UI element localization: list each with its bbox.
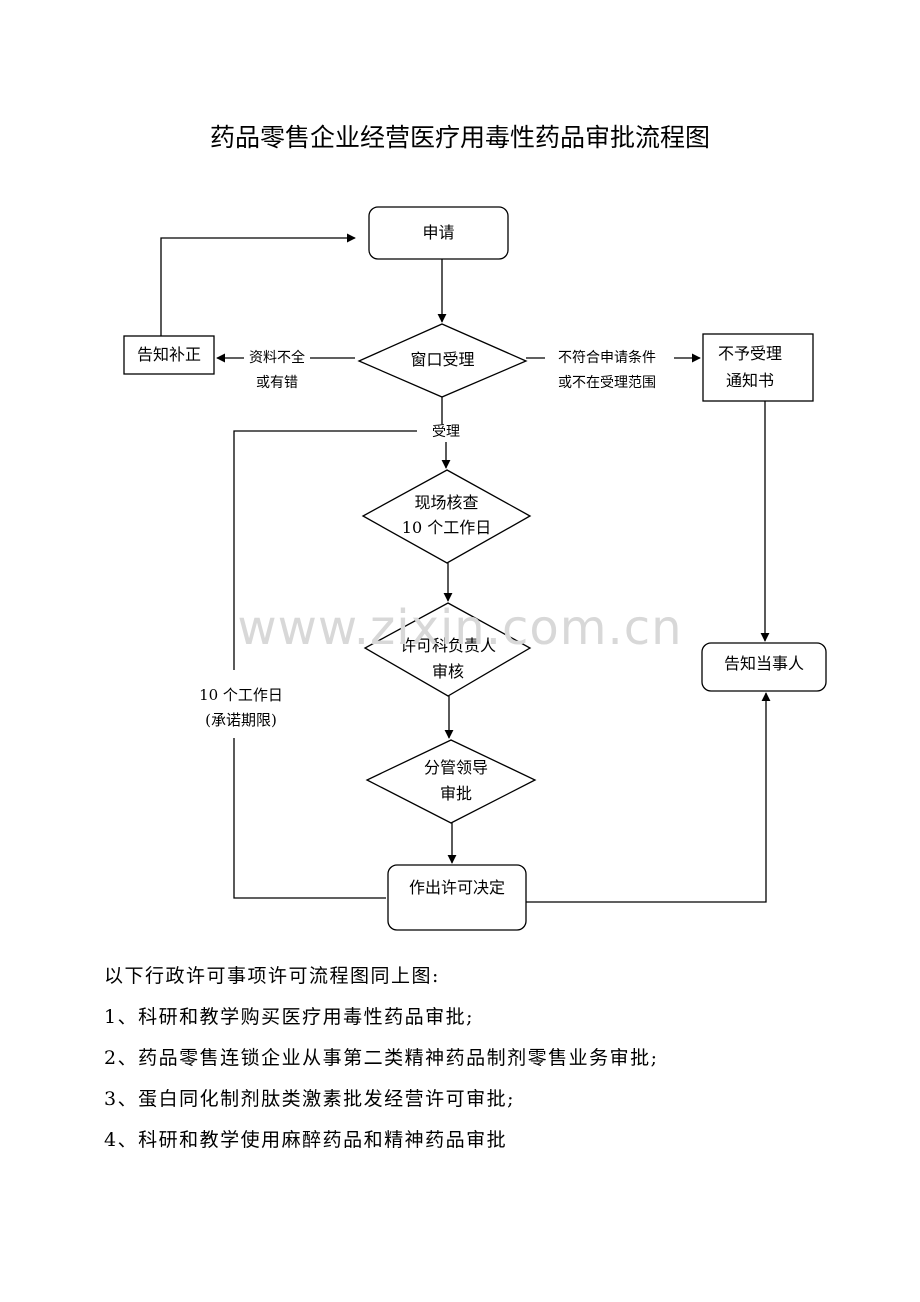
not-qualified-label-line1: 不符合申请条件: [558, 350, 656, 366]
leader-approve-line2: 审批: [439, 784, 472, 803]
incomplete-label-line2: 或有错: [256, 375, 298, 391]
window-accept-label: 窗口受理: [410, 350, 475, 369]
license-review-diamond: [363, 602, 532, 697]
apply-label: 申请: [422, 223, 455, 242]
no-accept-notice-box: [702, 333, 814, 402]
notify-party-box: [701, 642, 827, 692]
notes-section: 以下行政许可事项许可流程图同上图: 1、科研和教学购买医疗用毒性药品审批; 2、…: [104, 956, 884, 1161]
incomplete-label-line1: 资料不全: [249, 350, 305, 366]
site-check-diamond: [361, 469, 532, 564]
leader-approve-line1: 分管领导: [423, 758, 488, 777]
accepted-label: 受理: [432, 424, 460, 440]
leader-approve-diamond: [365, 739, 537, 824]
site-check-line2: 10 个工作日: [401, 518, 492, 537]
decision-box: [387, 864, 527, 931]
notes-item: 4、科研和教学使用麻醉药品和精神药品审批: [104, 1129, 508, 1151]
deadline-label-line1: 10 个工作日: [199, 686, 283, 704]
line-deadline-top: [233, 430, 417, 670]
notify-supplement-box: [123, 335, 215, 375]
watermark: www.zixin.com.cn: [237, 600, 683, 656]
deadline-label-line2: (承诺期限): [205, 711, 277, 729]
site-check-line1: 现场核查: [414, 493, 479, 512]
decision-label: 作出许可决定: [408, 878, 505, 897]
not-qualified-label-line2: 或不在受理范围: [558, 375, 656, 391]
line-deadline-bottom: [233, 738, 386, 899]
apply-box: [368, 206, 509, 260]
page-title: 药品零售企业经营医疗用毒性药品审批流程图: [209, 123, 710, 152]
notes-item: 2、药品零售连锁企业从事第二类精神药品制剂零售业务审批;: [104, 1047, 659, 1069]
notify-party-label: 告知当事人: [723, 654, 804, 673]
arrow-supplement-back-to-apply: [160, 233, 356, 336]
notes-item: 1、科研和教学购买医疗用毒性药品审批;: [104, 1006, 474, 1028]
notes-item: 3、蛋白同化制剂肽类激素批发经营许可审批;: [104, 1088, 515, 1110]
no-accept-line2: 通知书: [725, 371, 774, 390]
license-review-line1: 许可科负责人: [399, 636, 496, 655]
no-accept-line1: 不予受理: [717, 344, 782, 363]
license-review-line2: 审核: [431, 662, 464, 681]
notify-supplement-label: 告知补正: [136, 345, 201, 364]
notes-intro: 以下行政许可事项许可流程图同上图:: [104, 965, 440, 987]
arrow-decision-to-notify-party: [526, 692, 771, 903]
